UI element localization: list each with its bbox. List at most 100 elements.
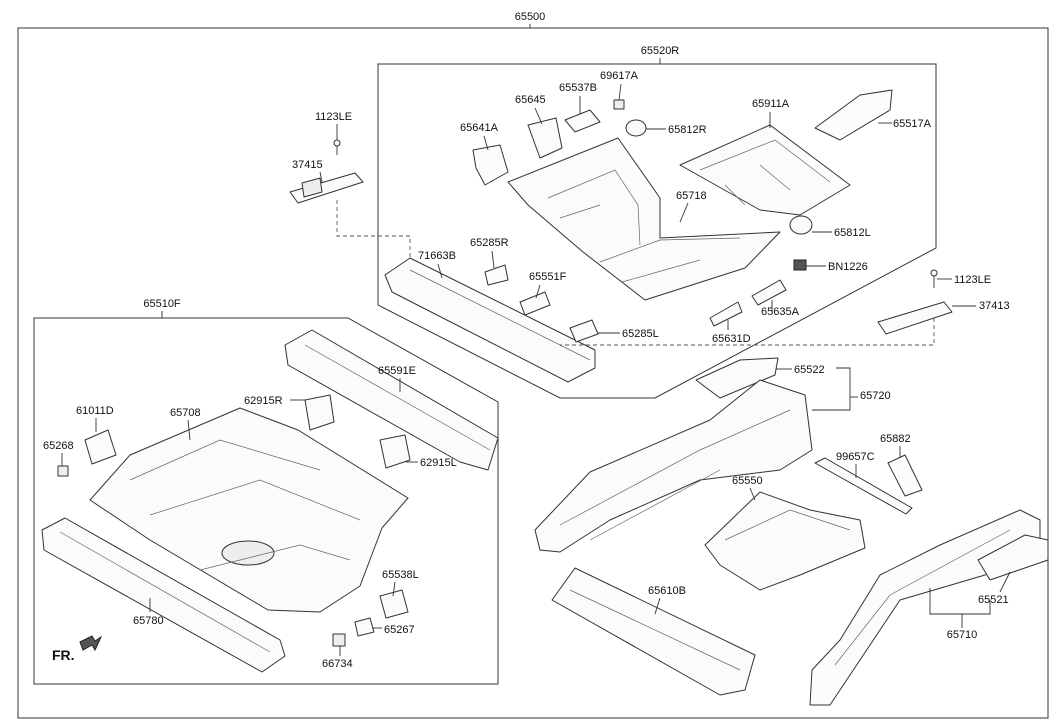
part-65645-shape [527,117,563,159]
label-99657C: 99657C [836,451,875,463]
part-62915R-shape [304,394,335,431]
frames [17,27,1049,719]
part-37415-tab [301,177,323,198]
label-65780: 65780 [133,615,164,627]
bolt-1123LE-a-shape [333,139,341,155]
leader-65710 [929,588,991,615]
label-65645: 65645 [515,94,546,106]
part-62915L-shape [379,434,411,469]
part-65635A-shape [751,279,787,306]
label-71663B: 71663B [418,250,456,262]
part-65911A-shape [679,124,851,216]
part-65267-shape [354,617,375,637]
label-65718: 65718 [676,190,707,202]
direction-label: FR. [52,647,75,663]
label-65882: 65882 [880,433,911,445]
label-65550: 65550 [732,475,763,487]
part-shapes [41,89,1049,706]
part-65812L-shape [789,215,813,235]
label-1123LE-b: 1123LE [954,274,991,286]
leader-dashed-right [560,318,935,346]
label-65911A: 65911A [752,98,790,110]
part-65285R-shape [484,264,509,286]
part-65517A-shape [814,89,893,141]
label-1123LE-a: 1123LE [315,111,352,123]
label-65812R: 65812R [668,124,707,136]
label-37413: 37413 [979,300,1010,312]
label-65708: 65708 [170,407,201,419]
label-66734: 66734 [322,658,353,670]
leader-65521 [999,571,1011,593]
part-65631D-shape [709,301,743,327]
label-69617A: 69617A [600,70,639,82]
part-65522-shape [695,357,779,399]
label-62915L: 62915L [420,457,457,469]
front-direction-arrow-icon [79,635,103,652]
part-65780-shape [41,517,286,673]
leader-65538L [392,581,396,597]
leader-65285R [491,250,495,269]
assembly-frame [17,27,1049,719]
part-65285L-shape [569,319,599,343]
part-65610B-shape [551,567,756,696]
leader-65720 [812,367,851,411]
leader-dashed-left [336,200,411,260]
part-65268-shape [57,465,69,477]
label-65551F: 65551F [529,271,567,283]
leader-65718 [679,202,689,223]
label-65812L: 65812L [834,227,871,239]
front-group-label: 65510F [143,298,181,310]
part-labels: 6550065520R65510F657206571069617A65537B6… [43,11,1010,670]
side-member-group-2-label: 65710 [947,629,978,641]
leader-lines [61,24,1011,656]
part-69617A-shape [613,99,625,110]
leader-65645 [534,107,543,125]
part-65882-shape [887,454,923,497]
part-66734-shape [332,633,346,647]
part-61011D-shape [84,429,117,465]
leader-65641A [483,135,489,151]
label-65641A: 65641A [460,122,499,134]
label-61011D: 61011D [76,405,114,417]
part-BN1226-shape [793,259,807,271]
label-65538L: 65538L [382,569,419,581]
part-65550-shape [704,491,866,591]
part-65708-shape [89,407,409,613]
part-99657C-shape [814,457,913,515]
part-65720-shape [534,379,813,553]
assembly-label: 65500 [515,11,546,23]
side-member-group-label: 65720 [860,390,891,402]
part-37413-shape [877,301,953,335]
label-65610B: 65610B [648,585,686,597]
label-65267: 65267 [384,624,415,636]
part-65591E-shape [284,329,499,471]
label-65268: 65268 [43,440,74,452]
label-65517A: 65517A [893,118,932,130]
part-65537B-shape [564,109,601,133]
label-65285L: 65285L [622,328,659,340]
part-65538L-shape [379,589,409,619]
front-group-frame [33,317,499,685]
leader-69617A [618,83,622,101]
label-62915R: 62915R [244,395,283,407]
label-65635A: 65635A [761,306,800,318]
part-65521-shape [977,534,1049,581]
part-65641A-shape [472,144,509,186]
bolt-1123LE-b-shape [930,269,938,288]
label-37415: 37415 [292,159,323,171]
label-65631D: 65631D [712,333,751,345]
leader-65610B [654,597,661,615]
leader-65708 [187,419,191,441]
rear-group-label: 65520R [641,45,680,57]
part-65718-shape [507,137,781,301]
part-65812R-shape [625,119,647,137]
label-BN1226: BN1226 [828,261,868,273]
leader-65550 [749,487,756,501]
label-65591E: 65591E [378,365,416,377]
label-65285R: 65285R [470,237,509,249]
rear-group-frame [377,63,937,399]
leader-65551F [535,284,541,299]
label-65522: 65522 [794,364,825,376]
